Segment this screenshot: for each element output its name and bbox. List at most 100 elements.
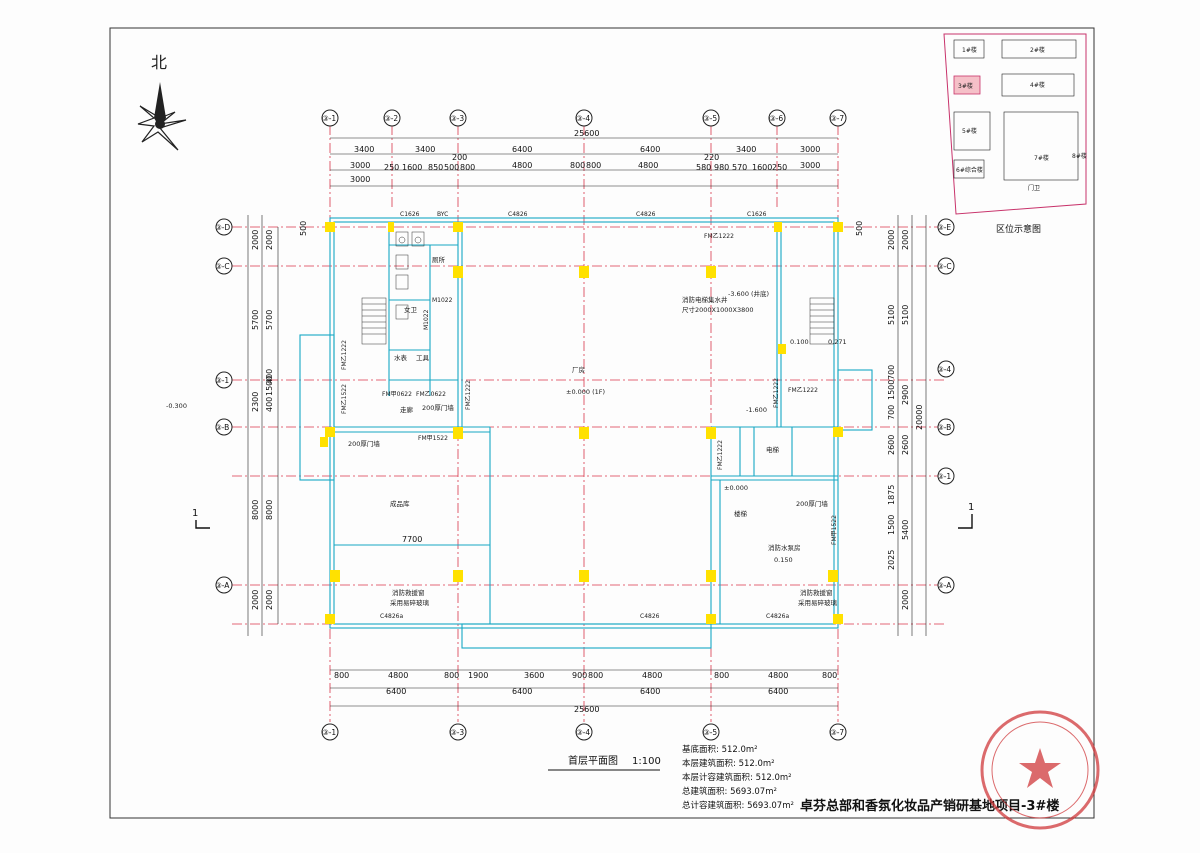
svg-text:500: 500 (299, 221, 308, 236)
svg-text:总计容建筑面积: 5693.07m²: 总计容建筑面积: 5693.07m² (682, 800, 794, 811)
section-marks: 1 1 (192, 502, 974, 529)
svg-text:250: 250 (384, 163, 399, 172)
svg-text:③-A: ③-A (215, 581, 230, 590)
workshop-level: ±0.000 (1F) (566, 388, 605, 396)
door-label: FM乙1222 (773, 378, 780, 408)
svg-text:2000: 2000 (887, 230, 896, 250)
svg-text:6400: 6400 (640, 687, 660, 696)
svg-text:5700: 5700 (251, 310, 260, 330)
svg-text:③-5: ③-5 (703, 728, 717, 737)
svg-text:25600: 25600 (574, 705, 599, 714)
svg-text:2000: 2000 (901, 230, 910, 250)
svg-text:③-B: ③-B (215, 423, 229, 432)
door-label: FM乙1222 (717, 440, 724, 470)
svg-text:③-C: ③-C (215, 262, 230, 271)
svg-text:800: 800 (334, 671, 349, 680)
svg-text:800: 800 (822, 671, 837, 680)
site-plan: 1#楼 2#楼 3#楼 4#楼 5#楼 7#楼 8#楼 6#综合楼 门卫 区位示… (943, 33, 1087, 235)
svg-text:7#楼: 7#楼 (1034, 154, 1049, 162)
level-label: ±0.000 (724, 484, 748, 492)
svg-text:6400: 6400 (512, 145, 532, 154)
pump-level-label: -3.600 (井底) (728, 289, 769, 298)
window-label: C4826a (380, 613, 403, 620)
svg-text:800: 800 (444, 671, 459, 680)
svg-text:700: 700 (887, 365, 896, 380)
door-label: M1022 (423, 309, 430, 330)
wall-note: 200厚门墙 (422, 403, 454, 412)
svg-text:5#楼: 5#楼 (962, 127, 977, 135)
right-dim-text: 2000 2000 5100 2900 2600 2600 5400 2000 … (855, 221, 924, 610)
svg-text:6400: 6400 (512, 687, 532, 696)
window-label: C1626 (400, 211, 420, 218)
level-label: -0.300 (166, 402, 187, 410)
svg-text:6400: 6400 (768, 687, 788, 696)
door-label: FM乙0622 (416, 391, 446, 398)
window-label: C4826 (508, 211, 528, 218)
svg-text:总建筑面积: 5693.07m²: 总建筑面积: 5693.07m² (682, 786, 777, 797)
svg-text:1875: 1875 (887, 485, 896, 505)
svg-text:800: 800 (714, 671, 729, 680)
axis-bubbles-bottom: ③-1 ③-3 ③-4 ③-5 ③-7 (321, 723, 847, 741)
svg-text:2600: 2600 (887, 435, 896, 455)
right-dimensions (897, 215, 927, 636)
north-label: 北 (151, 53, 167, 72)
svg-text:200: 200 (452, 153, 467, 162)
svg-text:③-3: ③-3 (450, 728, 464, 737)
door-label: FM乙1222 (341, 340, 348, 370)
svg-text:2#楼: 2#楼 (1030, 46, 1045, 54)
svg-text:5100: 5100 (887, 305, 896, 325)
water-room-label: 水表 (394, 353, 408, 362)
svg-text:4800: 4800 (638, 161, 658, 170)
svg-text:250: 250 (772, 163, 787, 172)
north-arrow: 北 (137, 53, 187, 151)
sheet-border (109, 27, 1095, 819)
bottom-dim-text: 800 4800 800 1900 3600 900 800 4800 800 … (334, 671, 837, 714)
svg-text:③-E: ③-E (937, 223, 951, 232)
svg-text:③-1: ③-1 (322, 728, 336, 737)
svg-text:3000: 3000 (350, 161, 370, 170)
official-stamp (980, 710, 1100, 830)
stairs (361, 297, 835, 345)
svg-text:2000: 2000 (265, 230, 274, 250)
svg-text:3000: 3000 (800, 145, 820, 154)
svg-text:1600: 1600 (752, 163, 772, 172)
svg-text:2600: 2600 (901, 435, 910, 455)
pump-room-label: 消防电梯集水井 (682, 295, 728, 304)
svg-text:3400: 3400 (415, 145, 435, 154)
svg-text:3400: 3400 (736, 145, 756, 154)
svg-text:1: 1 (968, 502, 974, 513)
toilet-label: 厕所 (432, 255, 446, 264)
svg-text:2300: 2300 (251, 392, 260, 412)
window-label: C4826a (766, 613, 789, 620)
plan-title: 首层平面图 (568, 754, 618, 767)
fire-pool-label: 消防水泵房 (768, 543, 801, 552)
svg-text:570: 570 (732, 163, 747, 172)
svg-text:③-7: ③-7 (830, 114, 844, 123)
svg-text:2000: 2000 (901, 590, 910, 610)
svg-text:5400: 5400 (901, 520, 910, 540)
svg-text:③-1: ③-1 (322, 114, 336, 123)
window-label: BYC (437, 211, 448, 218)
svg-text:4800: 4800 (642, 671, 662, 680)
svg-text:3#楼: 3#楼 (958, 82, 973, 90)
columns (320, 222, 843, 624)
window-note: 采用易碎玻璃 (798, 598, 838, 607)
toilet2-label: 女卫 (404, 305, 418, 314)
svg-text:800: 800 (570, 161, 585, 170)
elevator-label: 电梯 (766, 445, 780, 454)
svg-text:③-B: ③-B (937, 423, 951, 432)
window-labels: C1626 BYC C4826 C4826 C1626 C4826a C4826… (380, 211, 789, 620)
svg-text:25600: 25600 (574, 129, 599, 138)
svg-text:8000: 8000 (265, 500, 274, 520)
tool-room-label: 工具 (416, 354, 430, 362)
door-label: FM乙1522 (341, 384, 348, 414)
svg-text:6#综合楼: 6#综合楼 (956, 166, 983, 174)
svg-text:3600: 3600 (524, 671, 544, 680)
level-label: -1.600 (746, 406, 767, 414)
svg-text:6400: 6400 (386, 687, 406, 696)
wall-note: 200厚门墙 (348, 439, 380, 448)
svg-text:门卫: 门卫 (1028, 184, 1040, 192)
project-title: 卓芬总部和香氛化妆品产销研基地项目-3#楼 (800, 798, 1059, 814)
svg-text:4800: 4800 (512, 161, 532, 170)
